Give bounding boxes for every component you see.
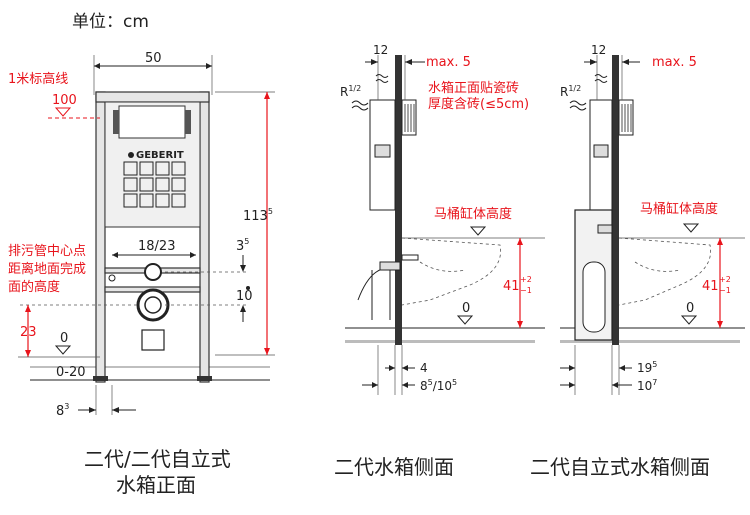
side1-bowl-height-label: 马桶缸体高度 — [434, 206, 512, 222]
front-dim-3: 35 — [236, 237, 249, 254]
side2-flush-plate — [618, 99, 634, 136]
front-foot-dim: 83 — [56, 402, 69, 419]
front-dim-23: 23 — [20, 325, 37, 340]
frame-post-left — [95, 91, 106, 383]
svg-text:−1: −1 — [520, 286, 532, 295]
frame-post-right — [199, 91, 210, 383]
svg-text:+2: +2 — [719, 275, 731, 284]
side1-bowl-outline — [401, 237, 502, 306]
front-ref-line-label: 1米标高线 — [8, 71, 68, 87]
cistern-opening — [118, 105, 186, 139]
side2-dim-10: 107 — [637, 378, 657, 393]
side2-water-icon — [569, 100, 587, 106]
side1-dim-12: 12 — [373, 43, 388, 57]
side2-r-label: R1/2 — [560, 84, 581, 99]
side1-dim-41: 41 — [503, 279, 520, 294]
side1-caption: 二代水箱侧面 — [334, 455, 454, 479]
side1-waste-pipe — [371, 270, 391, 320]
side2-dim-41: 41 — [702, 279, 719, 294]
front-ref-marker-icon — [54, 107, 72, 117]
mount-bracket-left — [113, 110, 119, 134]
svg-text:−1: −1 — [719, 286, 731, 295]
svg-text:+2: +2 — [520, 275, 532, 284]
side1-tile-note-1: 水箱正面贴瓷砖 — [428, 80, 519, 96]
arrow-left — [94, 63, 100, 69]
mount-bracket-right — [185, 110, 191, 134]
side1-dim-8-10: 85/105 — [420, 378, 457, 393]
brand-mark-icon — [128, 152, 134, 158]
side-view-1: 12 max. 5 R1/2 水箱正面贴瓷砖 厚度含砖(≤5cm) 马桶缸体高度… — [334, 43, 545, 479]
side2-dim-12: 12 — [591, 43, 606, 57]
side1-tile-note-2: 厚度含砖(≤5cm) — [428, 96, 529, 112]
side2-waste-pipe — [582, 261, 606, 333]
front-pipe-dim: 18/23 — [138, 239, 175, 254]
frame-top-bar — [95, 91, 210, 103]
side1-max-label: max. 5 — [426, 55, 471, 70]
brand-logo: GEBERIT — [136, 150, 184, 161]
foot-left — [93, 376, 108, 381]
front-width-dim: 50 — [145, 51, 162, 66]
front-zero-marker-icon — [54, 345, 72, 355]
frame-base-box — [141, 329, 165, 351]
side2-zero: 0 — [686, 301, 694, 316]
supply-pipe-circle — [144, 263, 162, 281]
front-height-dim: 1135 — [243, 207, 273, 224]
flush-button-grid — [123, 161, 186, 208]
side1-r-label: R1/2 — [340, 84, 361, 99]
side1-water-icon — [351, 100, 369, 106]
front-drain-note-3: 面的高度 — [8, 279, 60, 295]
side2-caption: 二代自立式水箱侧面 — [530, 455, 710, 479]
front-caption-2: 水箱正面 — [116, 473, 196, 497]
front-drain-note-1: 排污管中心点 — [8, 244, 86, 259]
side2-bowl-outline — [618, 237, 712, 306]
front-caption-1: 二代/二代自立式 — [84, 447, 231, 471]
front-floor-range: 0-20 — [56, 365, 86, 380]
front-view: 50 GEBERIT — [8, 51, 275, 497]
side2-wall — [612, 55, 619, 345]
side1-bowl-marker-icon — [469, 226, 487, 236]
side2-bowl-height-label: 马桶缸体高度 — [640, 201, 718, 217]
side2-dim-19: 195 — [637, 360, 657, 375]
arrow-right — [206, 63, 212, 69]
side1-wall — [395, 55, 402, 345]
side2-max-label: max. 5 — [652, 55, 697, 70]
side1-zero: 0 — [462, 301, 470, 316]
unit-label: 单位：cm — [72, 12, 149, 32]
front-ref-value: 100 — [52, 93, 77, 108]
front-zero: 0 — [60, 331, 68, 346]
side-view-2: 12 max. 5 R1/2 马桶缸体高度 41 +2 −1 0 195 107 — [530, 43, 745, 479]
foot-right — [197, 376, 212, 381]
front-dim-10: 10 — [236, 289, 253, 304]
side1-flush-plate — [401, 99, 417, 136]
side1-dim-4: 4 — [420, 361, 428, 375]
side2-bowl-marker-icon — [682, 223, 700, 233]
front-drain-note-2: 距离地面完成 — [8, 261, 86, 277]
